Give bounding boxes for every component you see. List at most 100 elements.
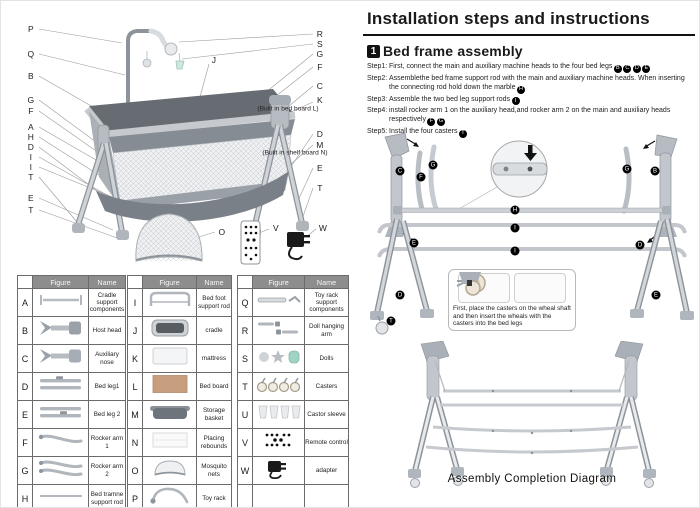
callout-letter: G <box>27 95 35 105</box>
callout-letter: W <box>318 223 328 233</box>
figure-remote-icon <box>265 433 290 447</box>
part-badge: C <box>623 64 632 73</box>
callout-letter: E <box>317 163 323 173</box>
callout-letter: H <box>27 132 35 142</box>
figure-placing-rebounds-icon <box>152 432 187 448</box>
step-line: Step3: Assemble the two bed leg support … <box>367 95 695 106</box>
callout-letter: M <box>316 140 324 150</box>
caster-in-leg-icon <box>459 272 481 296</box>
completion-caption: Assembly Completion Diagram <box>447 473 617 485</box>
diagram-badge: D <box>635 240 645 250</box>
callout-letter: T <box>28 205 34 215</box>
part-badge: T <box>458 129 467 138</box>
mobile-arm <box>126 28 185 161</box>
callout-letter: I <box>29 152 33 162</box>
part-badge: B <box>613 64 622 73</box>
figure-rocker-arm1-icon <box>38 434 82 444</box>
callout-letter: R <box>316 29 324 39</box>
diagram-badge: I <box>510 246 520 256</box>
diagram-badge: T <box>386 316 396 326</box>
step-list: Step1: First, connect the main and auxil… <box>367 62 695 138</box>
callout-letter: D <box>316 129 324 139</box>
callout-letter: F <box>317 62 323 72</box>
step-line: Step4: install rocker arm 1 on the auxil… <box>367 107 671 127</box>
callout-letter: C <box>316 81 324 91</box>
stand-legs <box>72 124 309 240</box>
figure-doll-hanging-arm-icon <box>257 321 298 335</box>
col-figure: Figure <box>32 275 89 289</box>
callout-letter: B <box>28 71 34 81</box>
callout-letter: A <box>28 122 34 132</box>
diagram-badge: H <box>510 205 520 215</box>
figure-host-head-icon <box>39 321 81 335</box>
callout-letter: P <box>28 24 34 34</box>
diagram-badge: D <box>395 290 405 300</box>
table-row <box>237 484 349 507</box>
part-badge: G <box>436 118 445 127</box>
part-badge: H <box>516 85 525 94</box>
col-name: Name <box>196 275 232 289</box>
col-name: Name <box>88 275 126 289</box>
assembly-illustration <box>370 132 694 335</box>
diagram-badge: E <box>409 238 419 248</box>
figure-storage-basket-icon <box>149 406 190 419</box>
instructions-panel: Installation steps and instructions 1 Be… <box>363 7 695 139</box>
figure-bed-leg1-icon <box>39 376 81 390</box>
marble-detail-magnifier <box>458 140 548 210</box>
callout-letter: D <box>27 142 35 152</box>
callout-letter: K <box>317 95 323 105</box>
figure-toy-rack-icon <box>149 487 188 504</box>
right-leg-assembly <box>630 218 694 320</box>
bed-frame-assembly-diagram: C F G G B H I I E D D E T <box>363 125 699 341</box>
section-number-badge: 1 <box>367 44 380 58</box>
figure-auxiliary-head-icon <box>39 349 81 363</box>
figure-castor-sleeve-icon <box>258 405 300 419</box>
page-title: Installation steps and instructions <box>363 7 695 36</box>
callout-letter: O <box>218 227 226 237</box>
mosquito-net-figure <box>135 213 203 262</box>
callout-letter: S <box>317 39 323 49</box>
adapter-figure <box>287 232 310 261</box>
callout-letter: J <box>211 55 217 65</box>
step-line: Step2: Assemblethe bed frame support rod… <box>367 74 685 94</box>
caster-callout: First, place the casters on the wheal sh… <box>448 269 576 331</box>
figure-adapter-icon <box>267 461 286 480</box>
diagram-badge: F <box>416 172 426 182</box>
figure-bed-frame-rod-icon <box>39 495 82 497</box>
part-badge: F <box>427 118 436 127</box>
col-figure: Figure <box>252 275 305 289</box>
figure-mosquito-net-icon <box>153 460 186 476</box>
figure-dolls-icon <box>258 350 299 364</box>
product-overview-diagram: P Q B G F A H D I I T E T R S G F C K D … <box>1 1 361 269</box>
callout-letter: T <box>317 183 323 193</box>
diagram-badge: I <box>510 223 520 233</box>
assembly-completion-diagram: Assembly Completion Diagram <box>363 341 699 501</box>
callout-letter: T <box>28 172 34 182</box>
step-line: Step1: First, connect the main and auxil… <box>367 62 695 73</box>
caster-callout-text: First, place the casters on the wheal sh… <box>453 305 571 328</box>
